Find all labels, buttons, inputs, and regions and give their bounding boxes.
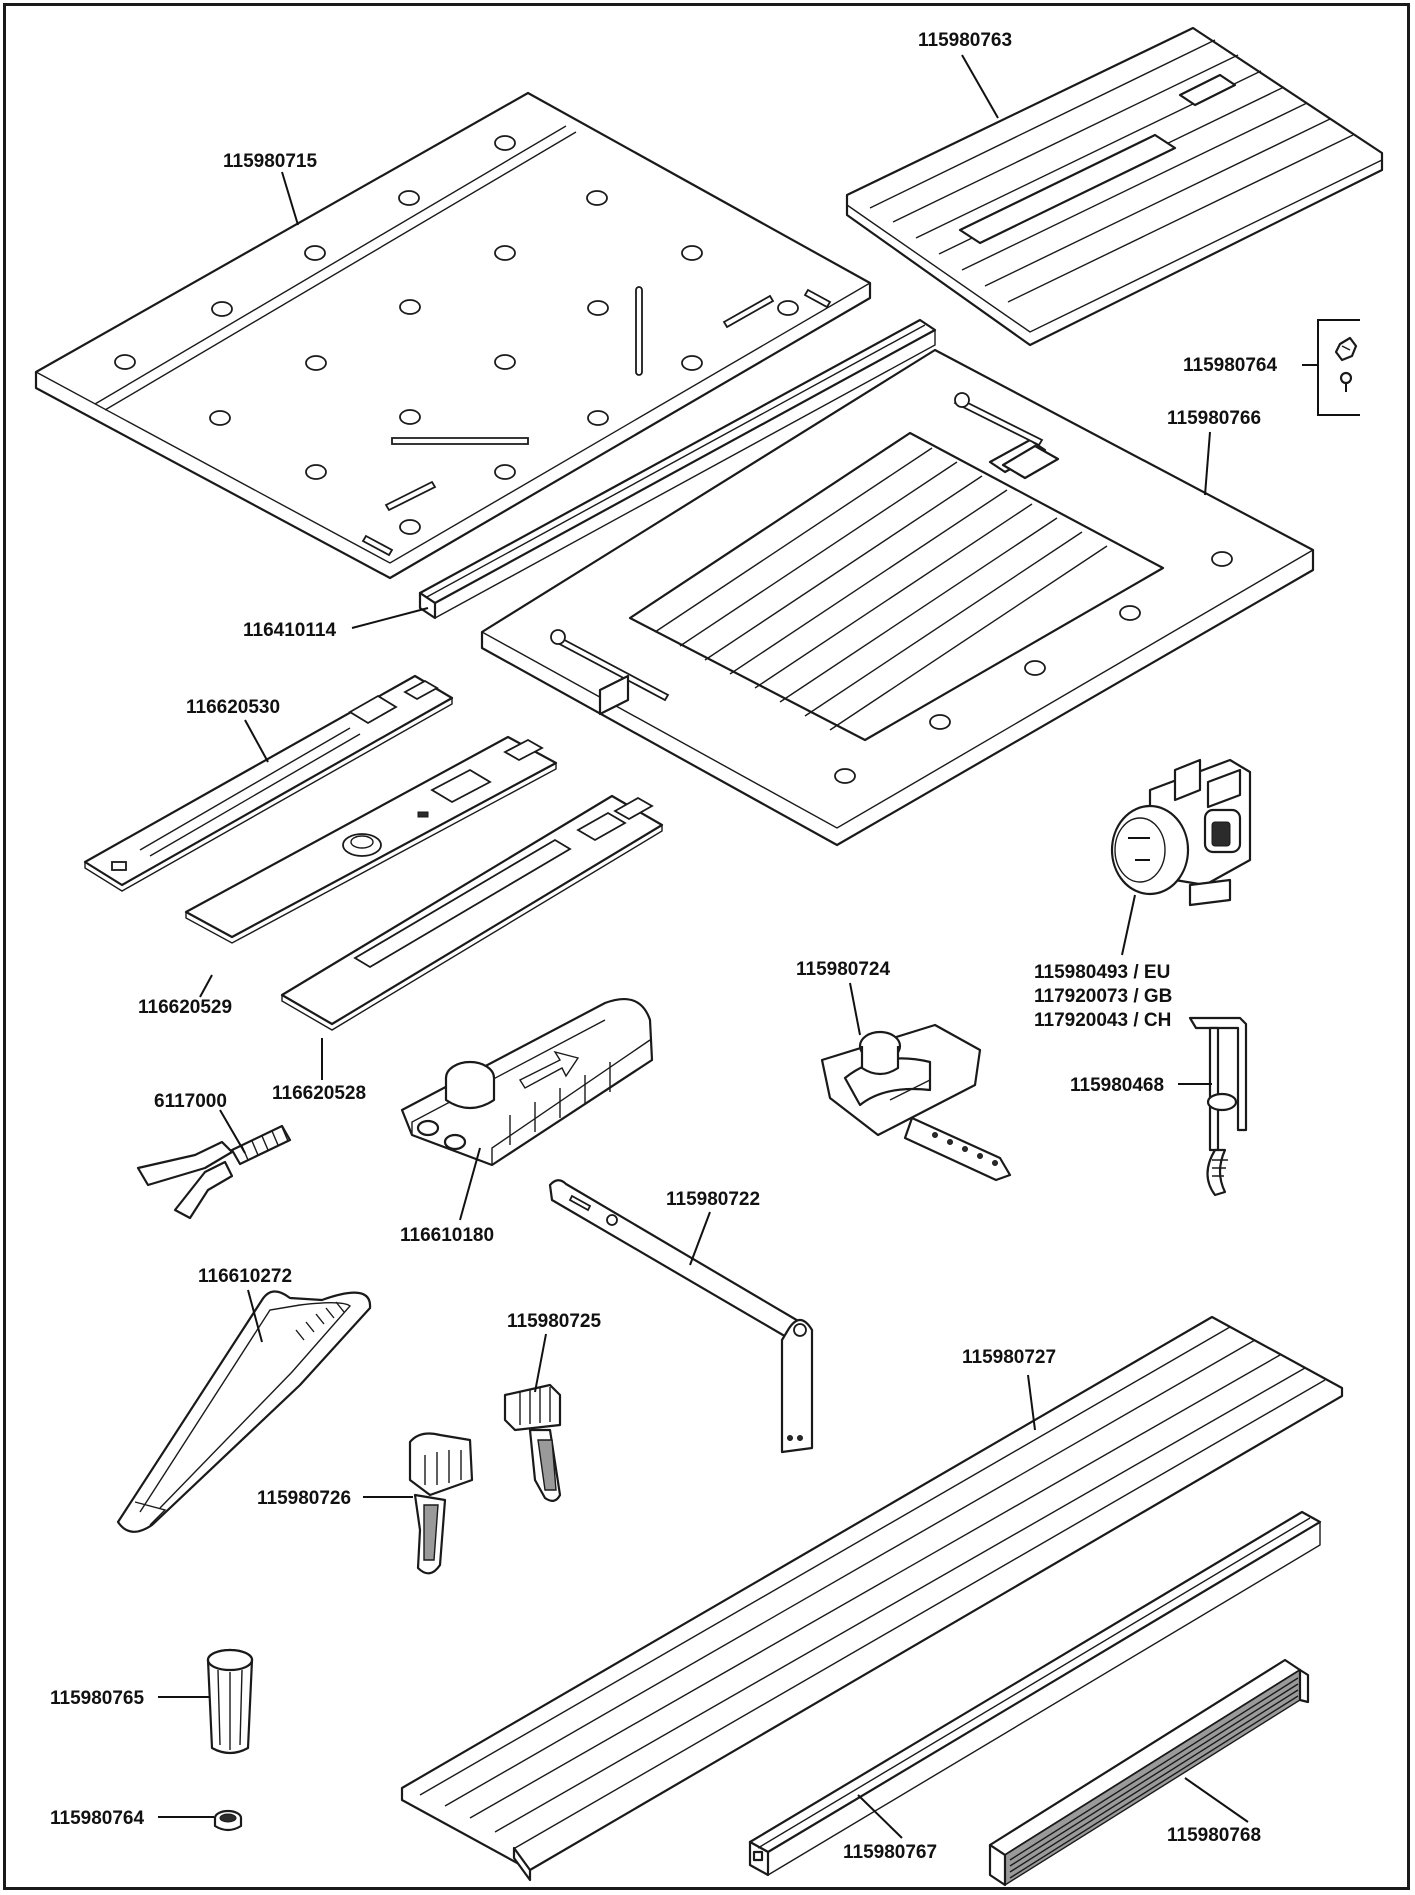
push-stick: [116, 1290, 372, 1533]
spring-clip: [136, 1124, 292, 1220]
grooved-insert-plate: [845, 26, 1384, 347]
slide-plate-middle: [184, 735, 558, 944]
fence-rail: [748, 1510, 1322, 1877]
fence-clamp-small: [503, 1383, 562, 1502]
label-117920073-gb: 117920073 / GB: [1034, 986, 1172, 1007]
leader-lines: [158, 54, 1318, 1839]
slide-plate-lower: [280, 794, 664, 1031]
label-115980468: 115980468: [1070, 1075, 1164, 1096]
label-115980765: 115980765: [50, 1688, 144, 1709]
label-117920043-ch: 117920043 / CH: [1034, 1010, 1171, 1031]
label-116620528: 116620528: [272, 1083, 366, 1104]
screw-bracket-group: [1317, 319, 1360, 416]
switch-unit: [1110, 758, 1252, 907]
part-labels: 115980763 115980715 115980764 115980766 …: [50, 30, 1277, 1863]
fence-clamp-large: [408, 1432, 474, 1575]
saw-table-frame: [480, 348, 1315, 847]
long-fence-extrusion: [400, 1315, 1344, 1882]
label-116610180: 116610180: [400, 1225, 494, 1246]
guard-arm: [548, 1179, 814, 1454]
label-115980715: 115980715: [223, 151, 317, 172]
label-115980726: 115980726: [257, 1488, 351, 1509]
label-115980722: 115980722: [666, 1189, 760, 1210]
label-115980493-eu: 115980493 / EU: [1034, 962, 1170, 983]
label-115980725: 115980725: [507, 1311, 601, 1332]
label-115980727: 115980727: [962, 1347, 1056, 1368]
mitre-gauge: [820, 1023, 1012, 1182]
label-116610272: 116610272: [198, 1266, 292, 1287]
table-top-plate: [34, 91, 872, 580]
label-115980724: 115980724: [796, 959, 890, 980]
label-6117000: 6117000: [154, 1091, 227, 1112]
scale-bar: [988, 1658, 1310, 1887]
label-115980768: 115980768: [1167, 1825, 1261, 1846]
label-116620530: 116620530: [186, 697, 280, 718]
label-115980766: 115980766: [1167, 408, 1261, 429]
label-115980763: 115980763: [918, 30, 1012, 51]
screw-clamp: [1188, 1016, 1248, 1197]
end-cap: [213, 1809, 243, 1832]
label-115980764-top: 115980764: [1183, 355, 1277, 376]
label-116620529: 116620529: [138, 997, 232, 1018]
label-115980767: 115980767: [843, 1842, 937, 1863]
dust-hood: [400, 998, 654, 1167]
label-115980764-bottom: 115980764: [50, 1808, 144, 1829]
rail-profile: [418, 318, 937, 620]
slide-plate-upper: [83, 674, 454, 892]
label-116410114: 116410114: [243, 620, 336, 641]
knob-handle: [206, 1648, 254, 1755]
